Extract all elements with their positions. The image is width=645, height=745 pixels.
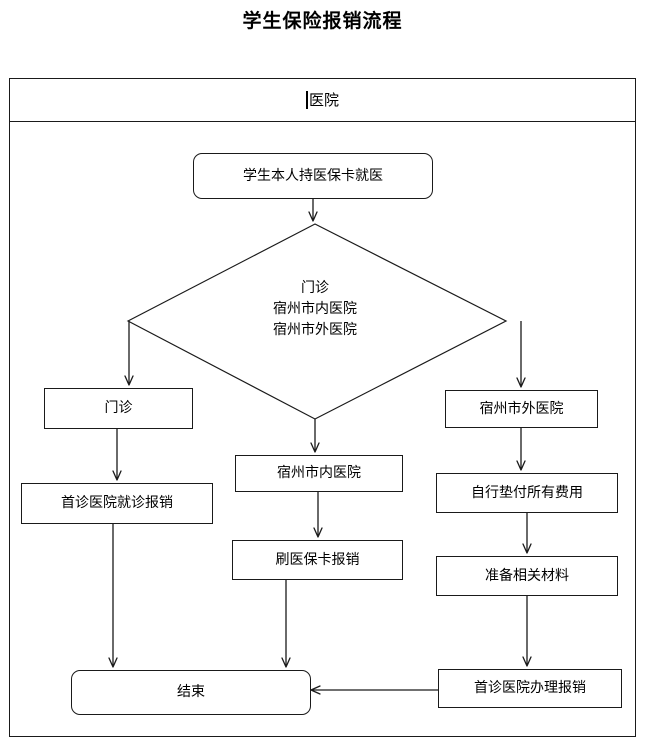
node-prepare-materials[interactable]: 准备相关材料 (436, 556, 618, 596)
node-out-city-hospital-label: 宿州市外医院 (479, 400, 564, 417)
node-outpatient-label: 门诊 (104, 400, 133, 416)
node-first-visit-reimburse-label: 首诊医院就诊报销 (61, 495, 173, 511)
node-handle-reimburse[interactable]: 首诊医院办理报销 (438, 669, 622, 708)
page-title: 学生保险报销流程 (242, 10, 403, 32)
node-prepare-materials-label: 准备相关材料 (485, 567, 569, 584)
node-end-label: 结束 (177, 684, 205, 700)
node-handle-reimburse-label: 首诊医院办理报销 (474, 680, 586, 696)
swimlane-header-label: 医院 (308, 91, 339, 109)
node-swipe-card-reimburse-label: 刷医保卡报销 (275, 551, 360, 568)
node-in-city-hospital-label: 宿州市内医院 (277, 465, 361, 481)
node-pay-all-fees-label: 自行垫付所有费用 (471, 484, 583, 501)
node-decision-label: 门诊 宿州市内医院 宿州市外医院 (215, 278, 415, 341)
node-swipe-card-reimburse[interactable]: 刷医保卡报销 (232, 540, 403, 580)
decision-line-2: 宿州市内医院 (273, 301, 357, 317)
decision-line-3: 宿州市外医院 (273, 322, 357, 338)
node-pay-all-fees[interactable]: 自行垫付所有费用 (436, 473, 618, 513)
text-cursor-icon (305, 91, 308, 109)
node-in-city-hospital[interactable]: 宿州市内医院 (235, 455, 403, 492)
node-start[interactable]: 学生本人持医保卡就医 (193, 153, 433, 199)
swimlane-header: 医院 (10, 79, 635, 122)
node-start-label: 学生本人持医保卡就医 (243, 167, 383, 184)
node-out-city-hospital[interactable]: 宿州市外医院 (445, 390, 598, 428)
node-end[interactable]: 结束 (71, 670, 311, 715)
node-first-visit-reimburse[interactable]: 首诊医院就诊报销 (21, 483, 213, 524)
decision-line-1: 门诊 (301, 280, 329, 296)
node-outpatient[interactable]: 门诊 (44, 388, 193, 429)
